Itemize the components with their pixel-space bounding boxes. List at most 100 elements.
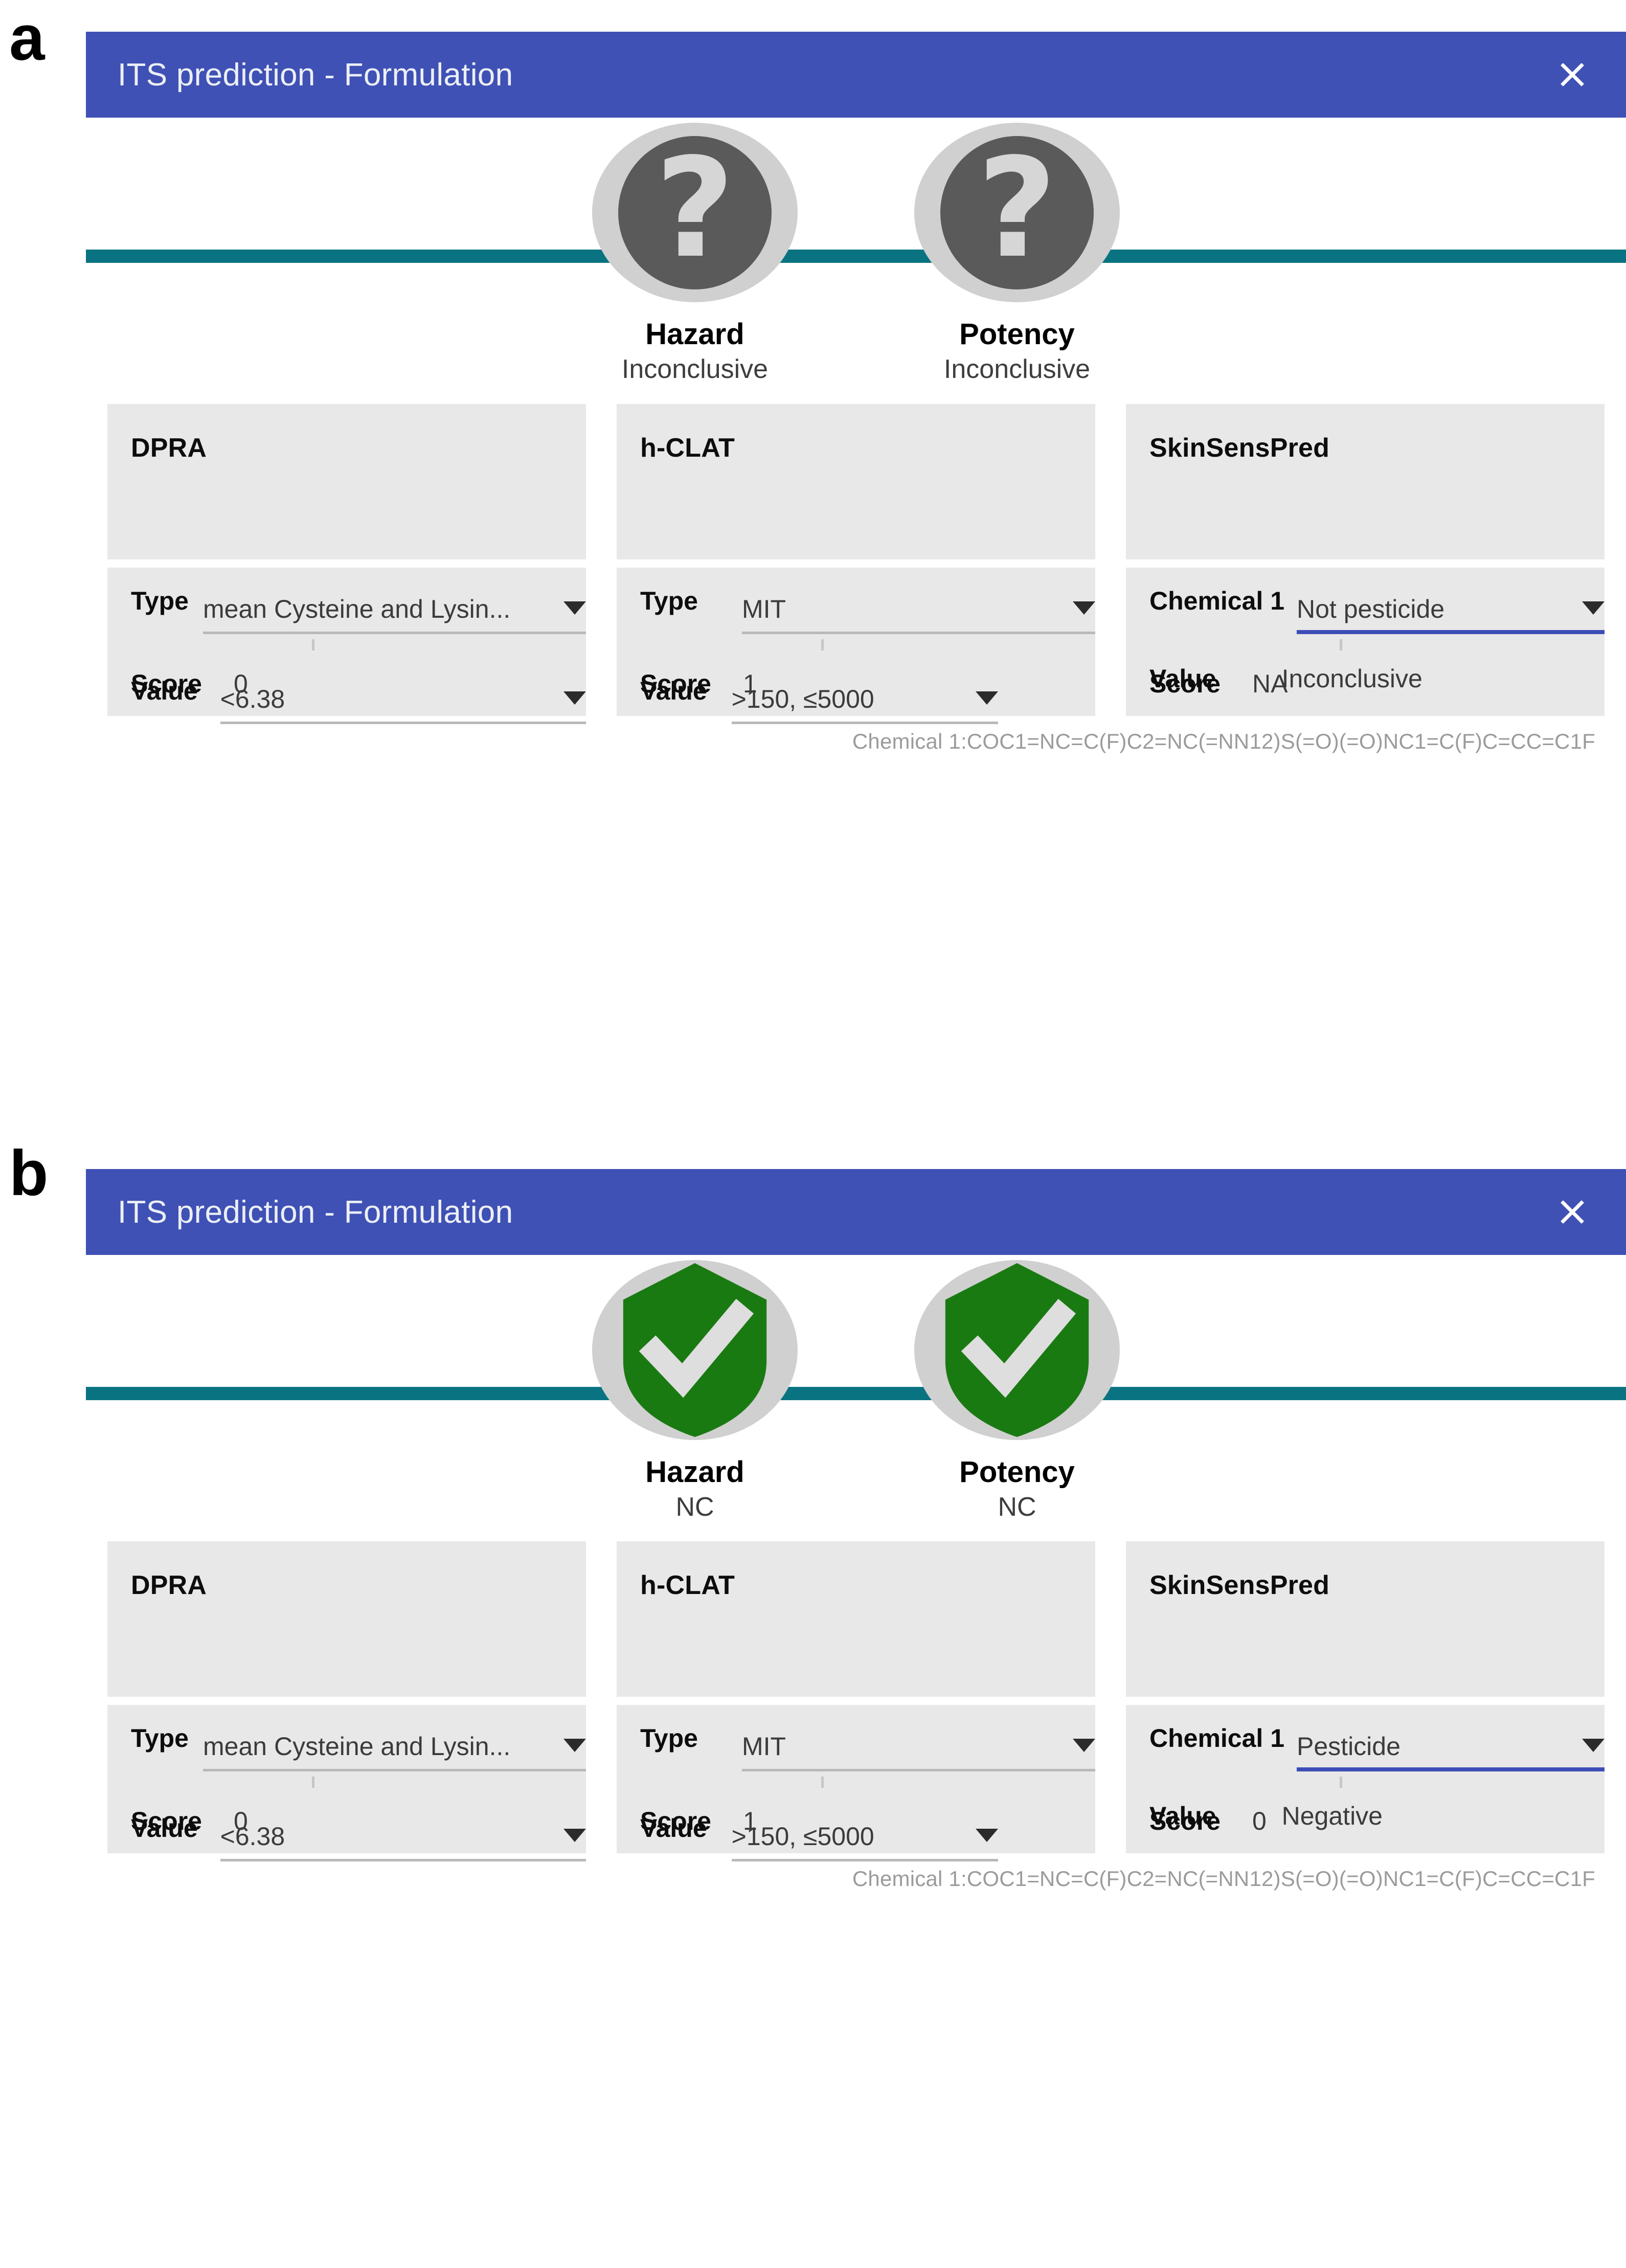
- close-icon[interactable]: [1550, 53, 1594, 97]
- card-title: h-CLAT: [640, 1570, 735, 1600]
- shield-check-icon: [940, 1260, 1094, 1440]
- field-label: Type: [131, 1724, 189, 1753]
- card-title: DPRA: [131, 1570, 207, 1600]
- panel-letter-b: b: [9, 1138, 48, 1209]
- field-row-value: Value Inconclusive: [1126, 645, 1605, 693]
- field-label: Value: [131, 1814, 198, 1843]
- smiles-caption: Chemical 1:COC1=NC=C(F)C2=NC(=NN12)S(=O)…: [852, 729, 1595, 753]
- field-row-value: Value Negative: [1126, 1783, 1605, 1831]
- assay-cards-a: DPRA Type mean Cysteine and Lysin...: [86, 404, 1626, 724]
- field-underline: [731, 1859, 998, 1861]
- select-value: <6.38: [220, 1822, 285, 1851]
- select-value: MIT: [742, 595, 786, 623]
- field-underline: [220, 722, 586, 724]
- chevron-down-icon: [563, 1829, 586, 1842]
- tick-mark: [312, 1777, 314, 1788]
- type-select[interactable]: mean Cysteine and Lysin...: [203, 1705, 586, 1771]
- verdict-badge-potency: ? Potency Inconclusive: [894, 118, 1140, 384]
- verdict-label: Potency: [959, 1455, 1075, 1489]
- chevron-down-icon: [1582, 601, 1605, 615]
- score-label: Score: [640, 669, 711, 698]
- field-underline: [1297, 630, 1605, 634]
- chemical-select[interactable]: Not pesticide: [1297, 568, 1605, 634]
- score-value: 0: [1252, 1807, 1267, 1835]
- chevron-down-icon: [1073, 601, 1095, 615]
- select-value: <6.38: [220, 685, 285, 713]
- card-divider: [107, 559, 586, 568]
- value-select[interactable]: >150, ≤5000: [731, 1795, 998, 1861]
- verdict-value: NC: [675, 1492, 714, 1522]
- badge-ring: ?: [592, 123, 798, 303]
- tick-mark: [1340, 1777, 1342, 1788]
- type-select[interactable]: mean Cysteine and Lysin...: [203, 568, 586, 634]
- chevron-down-icon: [1582, 1739, 1605, 1752]
- score-label: Score: [1149, 669, 1221, 698]
- field-underline: [203, 632, 586, 634]
- assay-card-skinsenspred: SkinSensPred Chemical 1 Not pesticide: [1126, 404, 1605, 716]
- field-label: Value: [640, 1814, 707, 1843]
- type-select[interactable]: MIT: [742, 568, 1095, 634]
- smiles-caption: Chemical 1:COC1=NC=C(F)C2=NC(=NN12)S(=O)…: [852, 1867, 1595, 1891]
- card-divider: [107, 1697, 586, 1705]
- value-select[interactable]: <6.38: [220, 658, 586, 724]
- select-value: Pesticide: [1297, 1732, 1401, 1761]
- verdict-value: Inconclusive: [943, 354, 1091, 384]
- dialog-b: ITS prediction - Formulation Hazard: [86, 1169, 1626, 1891]
- field-row-type: Type MIT: [617, 568, 1095, 634]
- field-label: Type: [131, 587, 189, 615]
- chevron-down-icon: [563, 691, 586, 705]
- dialog-title: ITS prediction - Formulation: [118, 1194, 513, 1230]
- chevron-down-icon: [563, 601, 586, 615]
- assay-card-hclat: h-CLAT Type MIT Val: [617, 1541, 1095, 1861]
- verdict-label: Hazard: [645, 318, 744, 351]
- score-value: NA: [1252, 669, 1288, 698]
- field-row-type: Type mean Cysteine and Lysin...: [107, 568, 586, 634]
- verdict-badge-hazard: Hazard NC: [572, 1255, 818, 1521]
- card-title: DPRA: [131, 433, 207, 463]
- score-value: 1: [742, 669, 757, 698]
- field-label: Value: [131, 677, 198, 705]
- close-icon[interactable]: [1550, 1190, 1594, 1234]
- tick-mark: [821, 639, 824, 650]
- select-value: >150, ≤5000: [731, 1822, 874, 1851]
- question-mark-icon: ?: [618, 136, 772, 289]
- field-underline: [203, 1769, 586, 1771]
- dialog-header-b: ITS prediction - Formulation: [86, 1169, 1626, 1255]
- field-row-chemical: Chemical 1 Pesticide: [1126, 1705, 1605, 1771]
- chevron-down-icon: [976, 691, 998, 705]
- value-readout: Negative: [1281, 1802, 1383, 1830]
- card-title: SkinSensPred: [1149, 433, 1330, 463]
- select-value: >150, ≤5000: [731, 685, 874, 713]
- tick-mark: [312, 639, 314, 650]
- card-title: h-CLAT: [640, 433, 735, 463]
- question-mark-icon: ?: [940, 136, 1094, 289]
- chemical-select[interactable]: Pesticide: [1297, 1705, 1605, 1771]
- score-row: Score NA: [1126, 669, 1605, 699]
- badge-ring: ?: [914, 123, 1120, 303]
- badge-ring: [914, 1260, 1120, 1440]
- type-select[interactable]: MIT: [742, 1705, 1095, 1771]
- score-value: 0: [233, 669, 248, 698]
- chevron-down-icon: [1073, 1739, 1095, 1752]
- card-divider: [1126, 1697, 1605, 1705]
- verdict-zone-b: Hazard NC Potency NC: [86, 1255, 1626, 1541]
- field-row-type: Type mean Cysteine and Lysin...: [107, 1705, 586, 1771]
- verdict-badges-b: Hazard NC Potency NC: [86, 1255, 1626, 1521]
- dialog-title: ITS prediction - Formulation: [118, 57, 513, 93]
- verdict-value: Inconclusive: [621, 354, 769, 384]
- select-value: mean Cysteine and Lysin...: [203, 1732, 511, 1761]
- select-value: MIT: [742, 1732, 786, 1761]
- verdict-badge-potency: Potency NC: [894, 1255, 1140, 1521]
- divider-line: [86, 1387, 1626, 1400]
- value-select[interactable]: <6.38: [220, 1795, 586, 1861]
- card-divider: [617, 1697, 1095, 1705]
- assay-card-dpra: DPRA Type mean Cysteine and Lysin...: [107, 404, 586, 724]
- field-underline: [742, 632, 1095, 634]
- value-select[interactable]: >150, ≤5000: [731, 658, 998, 724]
- score-row: Score 0: [107, 1806, 586, 1836]
- assay-cards-b: DPRA Type mean Cysteine and Lysin...: [86, 1541, 1626, 1861]
- field-row-chemical: Chemical 1 Not pesticide: [1126, 568, 1605, 634]
- verdict-label: Potency: [959, 318, 1075, 351]
- field-label: Type: [640, 1724, 698, 1753]
